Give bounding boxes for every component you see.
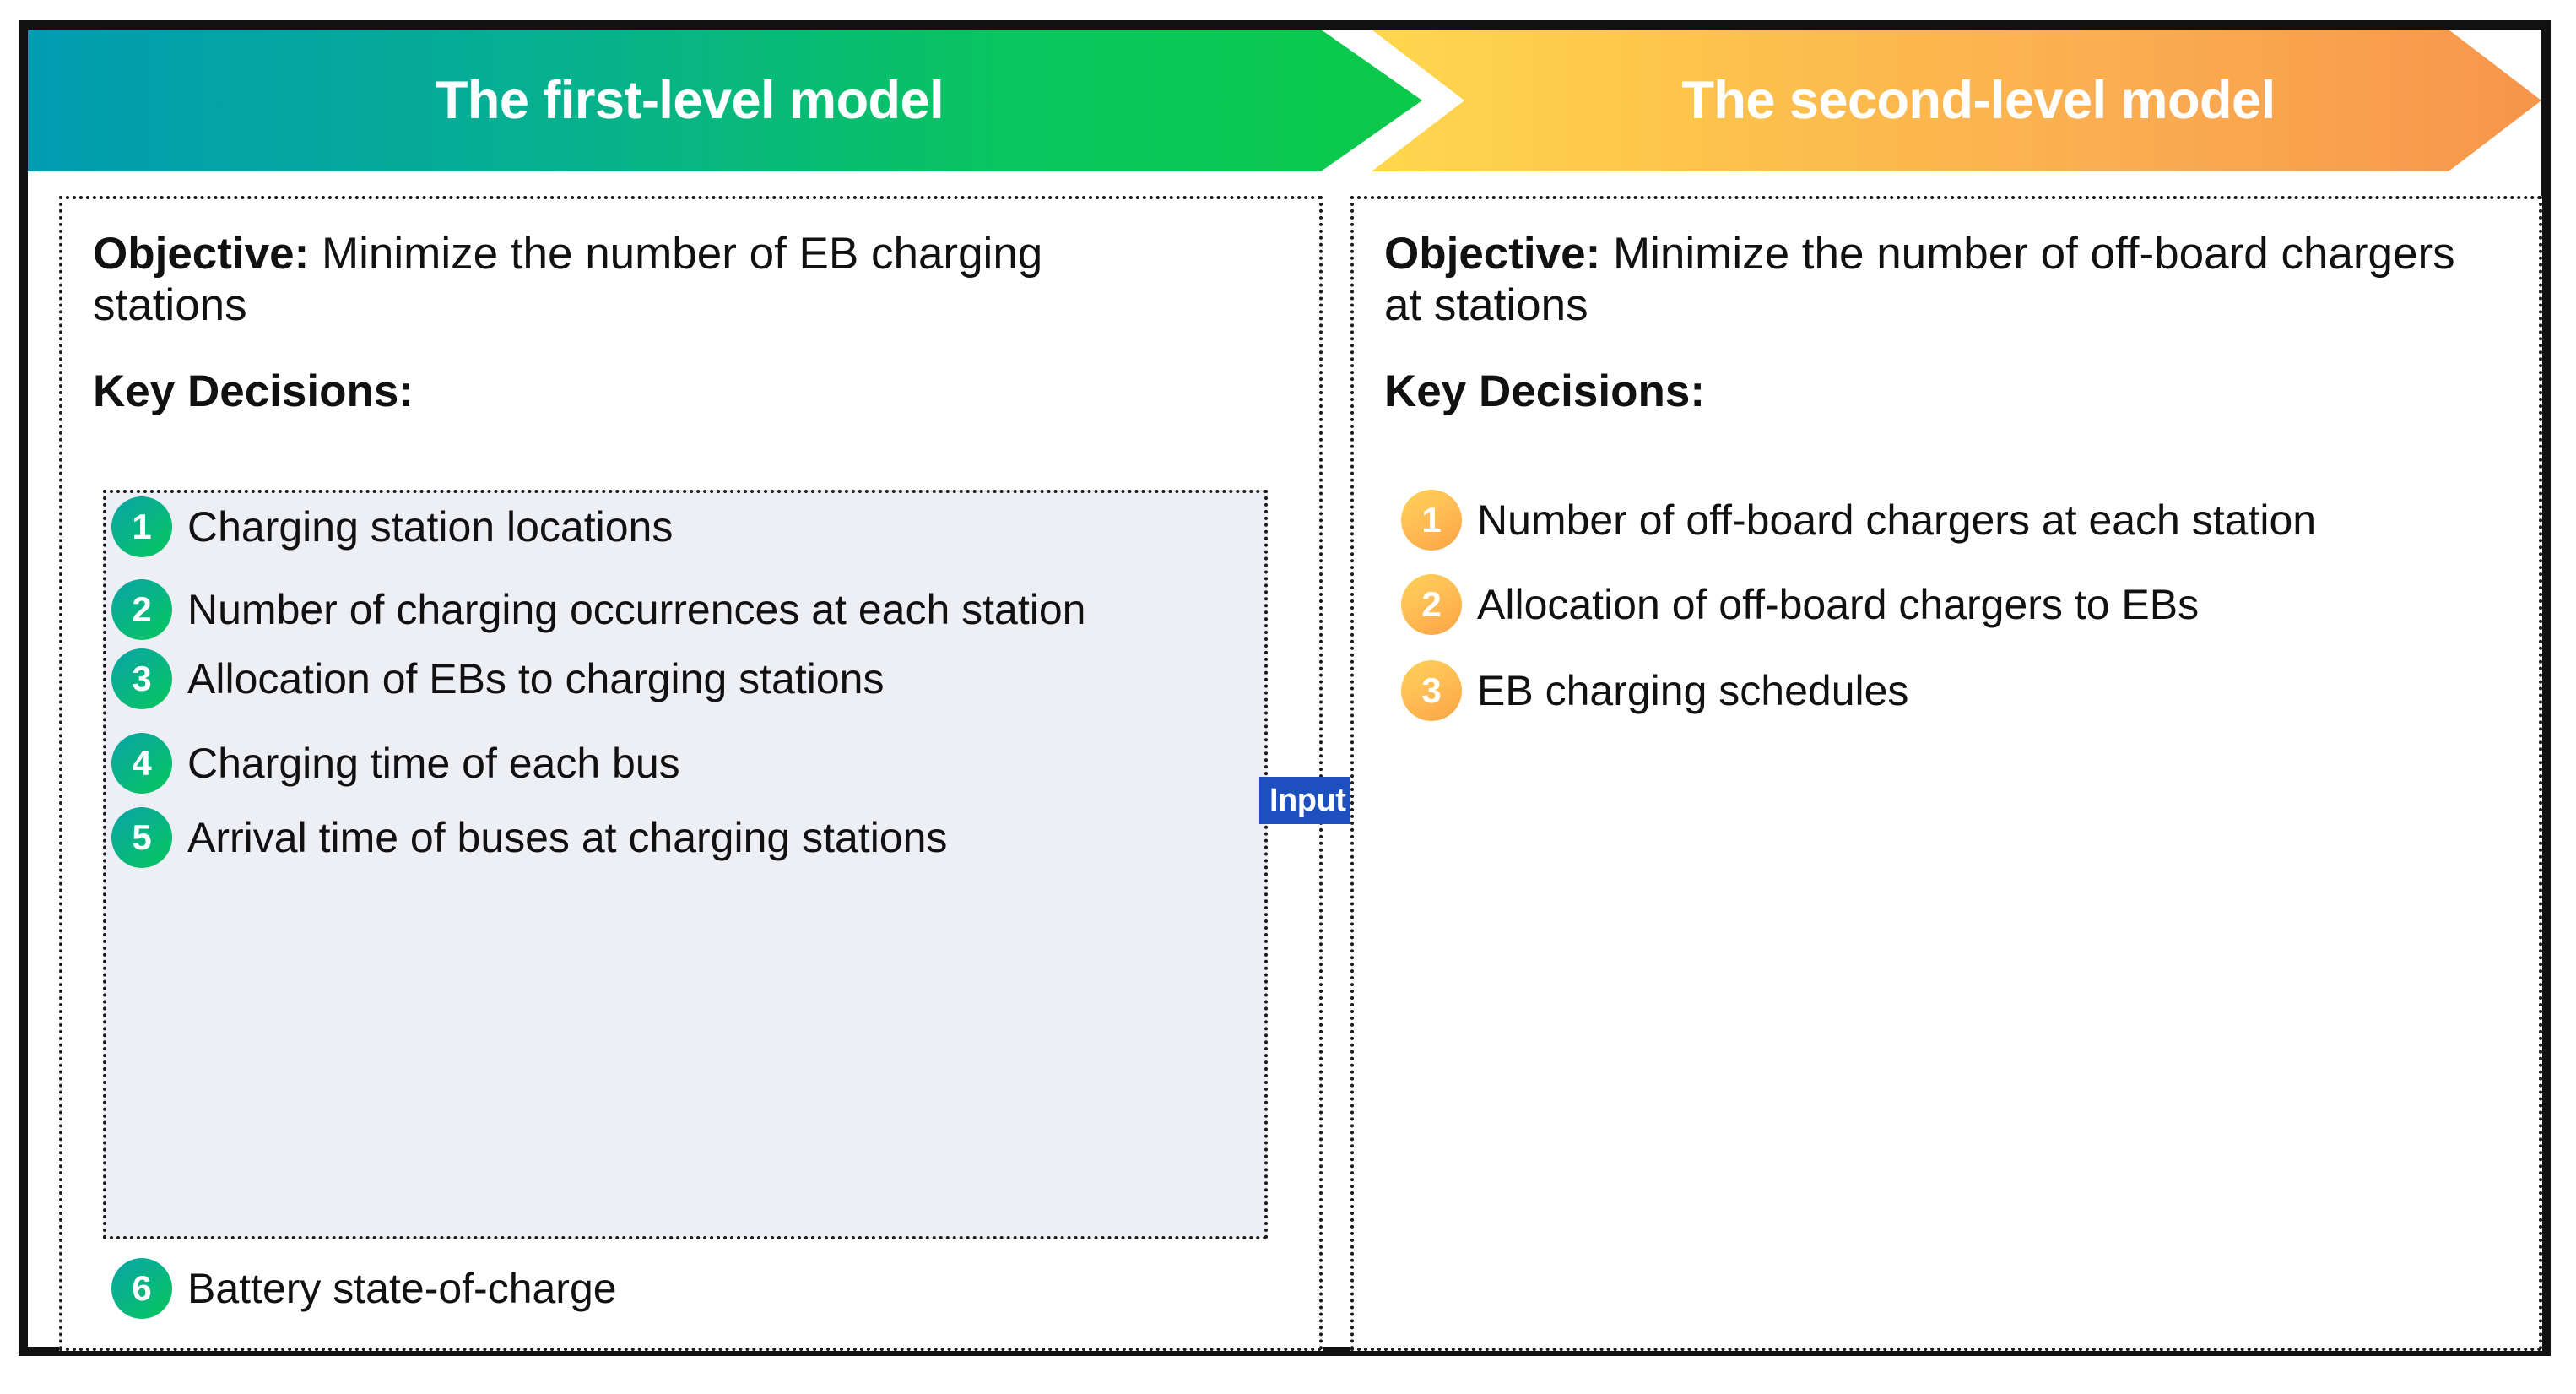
badge-number-icon: 2 <box>111 579 172 640</box>
first-level-objective: Objective: Minimize the number of EB cha… <box>93 228 1182 332</box>
list-item-label: Allocation of off-board chargers to EBs <box>1477 580 2200 628</box>
header-chevron-first-level: The first-level model <box>28 30 1422 171</box>
second-level-panel-content: Objective: Minimize the number of off-bo… <box>1354 199 2539 1348</box>
list-item: 3 EB charging schedules <box>1401 660 2524 721</box>
list-item: 3 Allocation of EBs to charging stations <box>111 648 1261 709</box>
list-item: 1 Number of off-board chargers at each s… <box>1401 490 2524 551</box>
list-item: 6 Battery state-of-charge <box>111 1258 617 1319</box>
badge-number-icon: 3 <box>111 648 172 709</box>
second-level-objective: Objective: Minimize the number of off-bo… <box>1384 228 2460 332</box>
first-level-decision-list: 1 Charging station locations 2 Number of… <box>111 496 1261 897</box>
second-level-model-panel: Objective: Minimize the number of off-bo… <box>1350 196 2542 1351</box>
badge-number-icon: 5 <box>111 807 172 868</box>
list-item: 2 Allocation of off-board chargers to EB… <box>1401 574 2524 635</box>
first-level-objective-text: Minimize the number of EB charging stati… <box>93 229 1043 331</box>
header-band: The first-level model The second-level m… <box>28 30 2541 171</box>
first-level-panel-content: Objective: Minimize the number of EB cha… <box>62 199 1319 1348</box>
second-level-objective-label: Objective: <box>1384 229 1601 279</box>
list-item-label: Battery state-of-charge <box>187 1264 617 1312</box>
second-level-key-decisions-label: Key Decisions: <box>1384 366 1705 416</box>
badge-number-icon: 2 <box>1401 574 1462 635</box>
list-item: 1 Charging station locations <box>111 496 1261 557</box>
header-title-second-level: The second-level model <box>1681 71 2276 130</box>
second-level-decision-list: 1 Number of off-board chargers at each s… <box>1401 490 2524 745</box>
list-item-label: Charging station locations <box>187 502 674 551</box>
header-title-first-level: The first-level model <box>435 71 944 130</box>
second-level-objective-text: Minimize the number of off-board charger… <box>1384 229 2455 331</box>
badge-number-icon: 6 <box>111 1258 172 1319</box>
first-level-objective-label: Objective: <box>93 229 310 279</box>
list-item-label: Allocation of EBs to charging stations <box>187 654 885 702</box>
badge-number-icon: 1 <box>111 496 172 557</box>
first-level-highlight-box <box>103 490 1268 1239</box>
list-item: 4 Charging time of each bus <box>111 733 1261 794</box>
badge-number-icon: 3 <box>1401 660 1462 721</box>
list-item-label: Number of off-board chargers at each sta… <box>1477 496 2317 544</box>
list-item: 2 Number of charging occurrences at each… <box>111 579 1261 640</box>
badge-number-icon: 4 <box>111 733 172 794</box>
list-item-label: EB charging schedules <box>1477 666 1909 714</box>
badge-number-icon: 1 <box>1401 490 1462 551</box>
input-arrow-label: Input <box>1269 782 1346 818</box>
list-item-label: Charging time of each bus <box>187 739 680 787</box>
list-item-label: Arrival time of buses at charging statio… <box>187 813 948 861</box>
list-item: 5 Arrival time of buses at charging stat… <box>111 807 1261 868</box>
first-level-key-decisions-label: Key Decisions: <box>93 366 414 416</box>
list-item-label: Number of charging occurrences at each s… <box>187 585 1086 633</box>
header-chevron-second-level: The second-level model <box>1372 30 2541 171</box>
